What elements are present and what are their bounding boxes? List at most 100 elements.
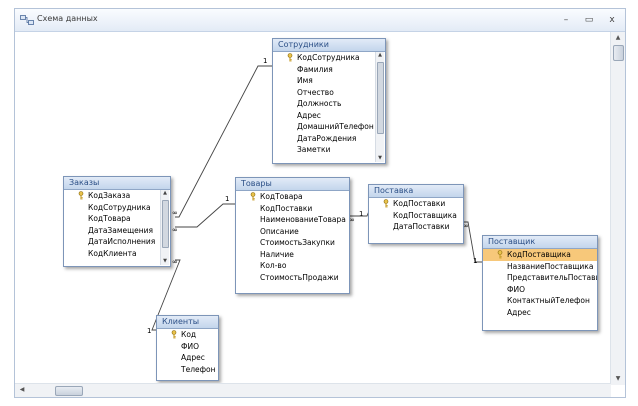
table-title[interactable]: Поставка (369, 185, 463, 198)
table-field[interactable]: КодКлиента (64, 248, 170, 260)
table-title[interactable]: Клиенты (157, 316, 218, 329)
field-name: КодТовара (88, 214, 131, 223)
table-scrollbar[interactable]: ▲ ▼ (375, 52, 384, 162)
field-name: Адрес (297, 110, 321, 120)
field-name: ДатаЗамещения (88, 225, 154, 235)
relation-line-orders-employees (175, 65, 272, 218)
table-field[interactable]: СтоимостьПродажи (236, 272, 349, 284)
field-name: Телефон (181, 364, 216, 374)
field-name: ФИО (507, 284, 525, 294)
schema-icon (20, 15, 34, 25)
horizontal-scrollbar[interactable]: ◀ (15, 383, 611, 397)
relation-line-orders-clients (151, 259, 181, 331)
table-field[interactable]: Код (157, 329, 218, 341)
relation-many-label: ∞ (463, 222, 469, 230)
table-field[interactable]: Имя (273, 75, 385, 87)
table-title[interactable]: Сотрудники (273, 39, 385, 52)
scroll-up-icon[interactable]: ▲ (378, 52, 382, 58)
table-title[interactable]: Поставщик (483, 236, 597, 249)
table-field[interactable]: Адрес (273, 110, 385, 122)
table-field[interactable]: Фамилия (273, 64, 385, 76)
table-field[interactable]: Адрес (483, 307, 597, 319)
relation-one-label: 1 (359, 210, 363, 218)
table-field[interactable]: ДатаРождения (273, 133, 385, 145)
schema-canvas[interactable]: 1 ∞ 1 ∞ ∞ 1 ∞ 1 ∞ 1 Сотрудники КодСотруд… (15, 32, 611, 385)
scroll-thumb[interactable] (613, 45, 624, 61)
table-field[interactable]: НазваниеПоставщика (483, 261, 597, 273)
field-name: ДатаИсполнения (88, 237, 156, 246)
vertical-scrollbar[interactable]: ▲ ▼ (610, 32, 625, 385)
scroll-left-icon[interactable]: ◀ (19, 386, 25, 393)
table-field[interactable]: КодСотрудника (273, 52, 385, 64)
relation-many-label: ∞ (172, 209, 178, 217)
field-name: КодПоставщика (393, 210, 457, 220)
table-title[interactable]: Заказы (64, 177, 170, 190)
table-field[interactable]: Наличие (236, 249, 349, 261)
field-name: НазваниеПоставщика (507, 261, 594, 271)
table-field[interactable]: ФИО (483, 284, 597, 296)
table-field[interactable]: КодПоставки (369, 198, 463, 210)
table-field[interactable]: ПредставительПоставщ (483, 272, 597, 284)
table-field[interactable]: Телефон (157, 364, 218, 376)
relation-one-label: 1 (147, 327, 151, 335)
table-field[interactable]: ДатаЗамещения (64, 225, 170, 237)
table-field[interactable]: Кол-во (236, 260, 349, 272)
table-field[interactable]: Адрес (157, 352, 218, 364)
field-name: Имя (297, 76, 313, 85)
field-name: ДомашнийТелефон (297, 122, 374, 131)
key-icon (287, 53, 293, 62)
field-name: НаименованиеТовара (260, 215, 346, 224)
field-name: СтоимостьЗакупки (260, 238, 335, 247)
table-field[interactable]: КодТовара (236, 191, 349, 203)
table-field[interactable]: КодПоставщика (483, 249, 597, 261)
close-button[interactable]: x (609, 15, 615, 25)
scroll-up-icon[interactable]: ▲ (163, 190, 167, 196)
window-title: Схема данных (37, 14, 98, 23)
table-field[interactable]: Описание (236, 226, 349, 238)
restore-button[interactable]: ▭ (584, 15, 594, 25)
field-name: СтоимостьПродажи (260, 272, 339, 282)
table-field[interactable]: Заметки (273, 144, 385, 156)
table-scrollbar[interactable]: ▲ ▼ (160, 190, 169, 265)
table-field[interactable]: КодПоставки (236, 203, 349, 215)
table-field[interactable]: КонтактныйТелефон (483, 295, 597, 307)
table-title[interactable]: Товары (236, 178, 349, 191)
key-icon (171, 330, 177, 339)
field-name: КодПоставки (393, 199, 446, 208)
table-field[interactable]: КодТовара (64, 213, 170, 225)
scroll-down-icon[interactable]: ▼ (163, 258, 167, 264)
table-field[interactable]: КодПоставщика (369, 210, 463, 222)
table-field[interactable]: ФИО (157, 341, 218, 353)
scroll-thumb[interactable] (162, 200, 169, 248)
field-name: КодТовара (260, 192, 303, 201)
scroll-thumb[interactable] (55, 386, 83, 396)
table-field[interactable]: НаименованиеТовара (236, 214, 349, 226)
scroll-down-icon[interactable]: ▼ (615, 375, 621, 382)
field-name: ФИО (181, 341, 199, 351)
title-bar[interactable]: Схема данных – ▭ x (15, 9, 625, 32)
scroll-up-icon[interactable]: ▲ (615, 34, 621, 41)
relation-one-label: 1 (225, 195, 229, 203)
table-field[interactable]: КодЗаказа (64, 190, 170, 202)
table-field[interactable]: ДатаИсполнения (64, 236, 170, 248)
table-field[interactable]: КодСотрудника (64, 202, 170, 214)
field-name: ПредставительПоставщ (507, 273, 597, 282)
scroll-down-icon[interactable]: ▼ (378, 155, 382, 161)
table-field[interactable]: ДомашнийТелефон (273, 121, 385, 133)
field-name: ДатаРождения (297, 133, 357, 143)
table-field[interactable]: Отчество (273, 87, 385, 99)
table-field[interactable]: Должность (273, 98, 385, 110)
minimize-button[interactable]: – (563, 15, 569, 25)
table-field[interactable]: ДатаПоставки (369, 221, 463, 233)
table-field[interactable]: СтоимостьЗакупки (236, 237, 349, 249)
scroll-thumb[interactable] (377, 62, 384, 134)
